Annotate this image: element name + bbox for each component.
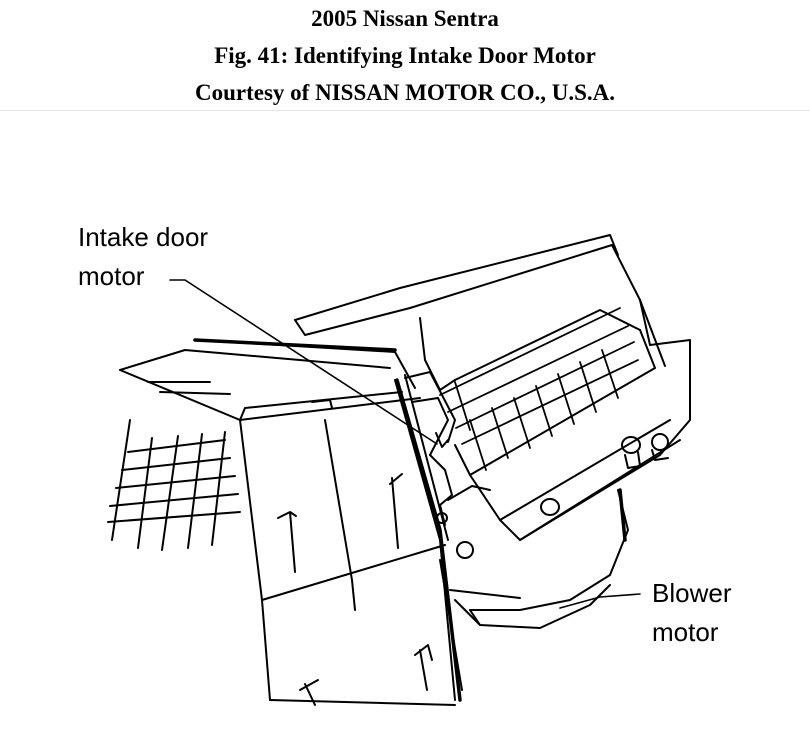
filter-grid bbox=[439, 307, 639, 471]
blower-leader-line bbox=[559, 593, 641, 609]
intake-leader-line bbox=[169, 279, 438, 445]
header-divider bbox=[0, 110, 810, 111]
left-mesh-grid bbox=[107, 419, 241, 551]
intake-door-motor-label: Intake door motor bbox=[78, 218, 208, 296]
vehicle-title: 2005 Nissan Sentra bbox=[311, 6, 499, 31]
courtesy-line: Courtesy of NISSAN MOTOR CO., U.S.A. bbox=[195, 80, 615, 105]
fastener-bosses bbox=[456, 433, 669, 559]
intake-case bbox=[294, 234, 691, 541]
blower-motor-label: Blower motor bbox=[652, 574, 731, 652]
leader-lines bbox=[169, 279, 641, 609]
blower-motor bbox=[449, 489, 629, 629]
blower-label-line1: Blower bbox=[652, 578, 732, 608]
figure-caption: Fig. 41: Identifying Intake Door Motor bbox=[214, 43, 596, 68]
left-housing-top bbox=[119, 339, 421, 421]
figure-header: 2005 Nissan Sentra Fig. 41: Identifying … bbox=[0, 0, 810, 110]
blower-label-line2: motor bbox=[652, 617, 719, 647]
intake-label-line1: Intake door bbox=[78, 222, 209, 252]
bold-edges bbox=[193, 338, 627, 702]
intake-label-line2: motor bbox=[78, 261, 145, 291]
main-housing bbox=[239, 374, 463, 706]
